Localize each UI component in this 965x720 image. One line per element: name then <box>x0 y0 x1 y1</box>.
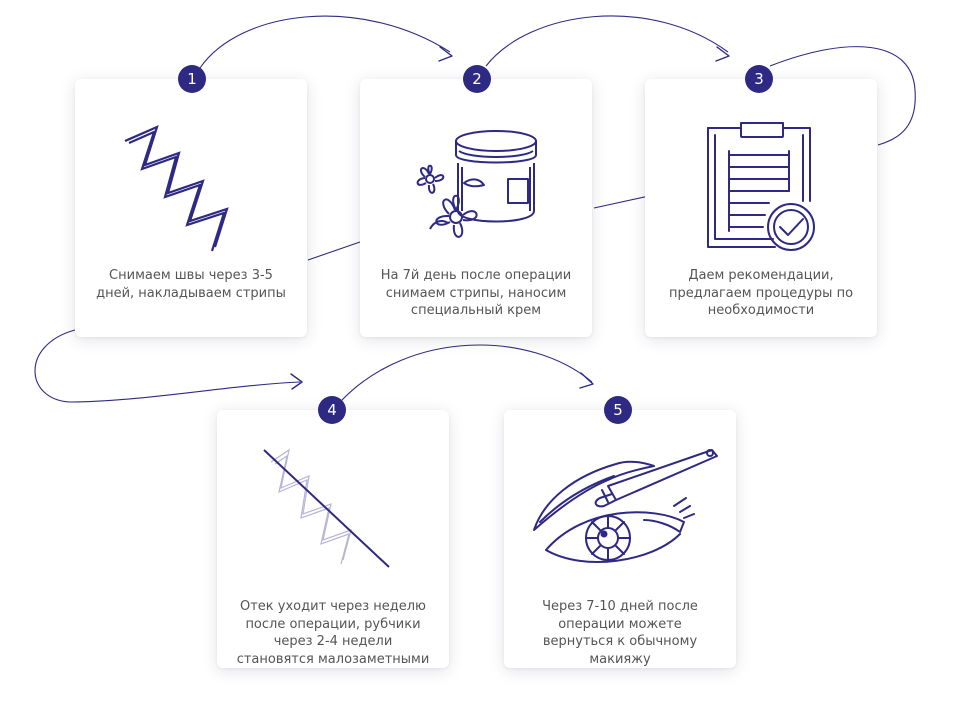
step-card-1: Снимаем швы через 3-5 дней, накладываем … <box>75 79 307 337</box>
fading-scar-icon <box>263 448 390 568</box>
arrowhead-3 <box>715 46 730 62</box>
step-card-3: Даем рекомендации, предлагаем процедуры … <box>645 79 877 337</box>
zigzag-stitches-icon <box>124 125 229 252</box>
step-number-badge-4: 4 <box>318 396 346 424</box>
arrowhead-4 <box>290 373 303 390</box>
arrowhead-2 <box>438 46 453 62</box>
step-description-1: Снимаем швы через 3-5 дней, накладываем … <box>96 268 286 301</box>
step-number-badge-1: 1 <box>178 65 206 93</box>
step-description-4: Отек уходит через неделю после операции,… <box>236 599 430 667</box>
cream-jar-with-flowers-icon <box>416 130 537 238</box>
step-description-5: Через 7-10 дней после операции можете ве… <box>542 599 698 667</box>
step-number-badge-5: 5 <box>604 396 632 424</box>
step-card-5: Через 7-10 дней после операции можете ве… <box>504 410 736 668</box>
connector-4-to-5 <box>341 344 593 401</box>
arrowhead-5 <box>579 372 594 389</box>
step-card-4: Отек уходит через неделю после операции,… <box>217 410 449 668</box>
step-number-badge-3: 3 <box>745 65 773 93</box>
step-description-3: Даем рекомендации, предлагаем процедуры … <box>668 268 854 318</box>
step-number-badge-2: 2 <box>463 65 491 93</box>
step-card-2: На 7й день после операции снимаем стрипы… <box>360 79 592 337</box>
connector-1-to-2 <box>199 15 451 69</box>
connector-2-to-3 <box>485 15 729 67</box>
eye-makeup-brush-icon <box>533 449 718 563</box>
step-description-2: На 7й день после операции снимаем стрипы… <box>380 268 572 318</box>
clipboard-checkmark-icon <box>707 122 815 251</box>
